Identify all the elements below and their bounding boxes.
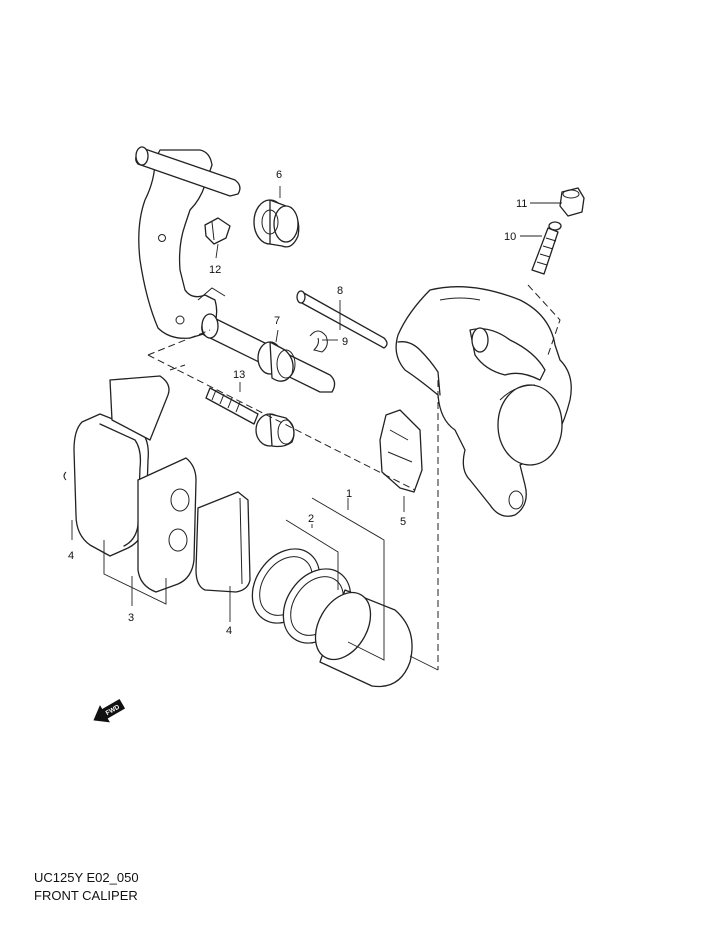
callout-13: 13	[233, 369, 245, 381]
fwd-arrow-icon: FWD	[93, 698, 126, 723]
diagram-code: UC125Y E02_050	[34, 870, 139, 885]
callout-1: 1	[346, 488, 352, 500]
pad-pin	[296, 290, 388, 349]
callout-7: 7	[274, 315, 280, 327]
callout-4-left: 4	[68, 550, 74, 562]
callout-8: 8	[337, 285, 343, 297]
leader-lines	[71, 186, 562, 671]
callout-12: 12	[209, 264, 221, 276]
callouts: 1 2 3 4 4 5 6 7 8 9 10 11 12 13	[68, 169, 527, 637]
callout-10: 10	[504, 231, 516, 243]
callout-6: 6	[276, 169, 282, 181]
caliper-bolt	[205, 387, 295, 448]
pad-spring	[379, 409, 423, 493]
clip	[204, 217, 231, 245]
brake-pad-right	[195, 491, 251, 593]
bleeder-screw	[531, 221, 562, 275]
callout-3: 3	[128, 612, 134, 624]
r-clip	[309, 330, 328, 353]
dust-boot	[253, 199, 300, 248]
brake-pad-left	[63, 375, 170, 557]
caliper-body	[395, 286, 572, 517]
pad-shim	[137, 457, 197, 593]
callout-5: 5	[400, 516, 406, 528]
diagram-title: FRONT CALIPER	[34, 888, 138, 903]
alignment-lines	[147, 284, 561, 670]
callout-9: 9	[342, 336, 348, 348]
callout-11: 11	[516, 198, 527, 210]
sleeve	[257, 341, 296, 382]
caliper-bracket	[135, 146, 336, 393]
callout-2: 2	[308, 513, 314, 525]
callout-4-right: 4	[226, 625, 232, 637]
bleeder-cap	[559, 187, 585, 217]
caliper-piston	[314, 589, 413, 688]
